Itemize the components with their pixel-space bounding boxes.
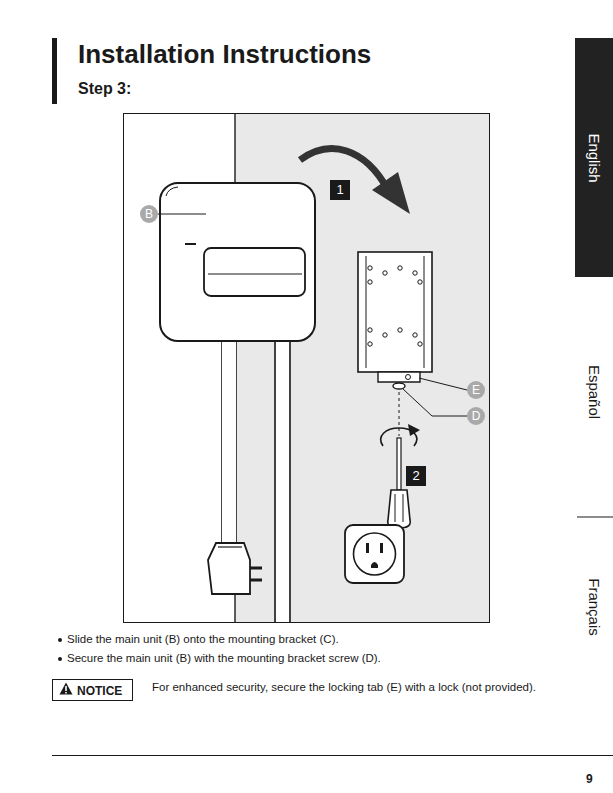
power-cord — [222, 338, 236, 545]
instruction-text: Secure the main unit (B) with the mounti… — [67, 652, 381, 664]
arrow-head — [372, 172, 410, 214]
cable — [275, 338, 290, 622]
tab-text: English — [586, 133, 603, 182]
bullet — [58, 657, 62, 661]
mounting-bracket — [358, 252, 432, 372]
instruction-text: Slide the main unit (B) onto the mountin… — [67, 633, 339, 645]
warning-icon — [59, 682, 73, 695]
plug — [208, 543, 250, 594]
bracket-holes — [368, 266, 422, 346]
footer-rule — [52, 755, 613, 756]
main-unit — [160, 183, 315, 341]
leader-line — [419, 378, 467, 390]
language-tab: Español — [586, 365, 603, 419]
illustration-frame — [124, 114, 490, 623]
display-window — [204, 248, 305, 296]
indicator — [185, 243, 196, 245]
page-title: Installation Instructions — [78, 39, 371, 70]
callout-number: 1 — [330, 180, 350, 200]
screw-axis — [399, 392, 400, 436]
notice-label: NOTICE — [77, 684, 122, 698]
language-tab: Français — [586, 578, 603, 636]
callout-letter: B — [140, 205, 158, 223]
callout-letter: D — [467, 407, 485, 425]
callout-letter: E — [467, 381, 485, 399]
screwdriver-shaft — [397, 438, 401, 490]
callout-number: 2 — [406, 466, 426, 486]
screwdriver-handle — [388, 490, 411, 528]
step-heading: Step 3: — [78, 80, 131, 98]
locking-tab — [378, 372, 420, 382]
notice-text: For enhanced security, secure the lockin… — [152, 681, 536, 693]
language-tab-active: English — [575, 38, 613, 277]
heading-bar — [52, 38, 57, 104]
notice-box: NOTICE — [52, 679, 133, 701]
bullet — [58, 638, 62, 642]
leader-line — [403, 389, 467, 416]
page-number: 9 — [586, 772, 593, 786]
bracket-screw — [393, 383, 405, 389]
tab-divider — [577, 516, 613, 517]
leader-line — [158, 214, 206, 215]
wall-outlet — [345, 525, 404, 583]
plug-prongs — [250, 568, 262, 580]
